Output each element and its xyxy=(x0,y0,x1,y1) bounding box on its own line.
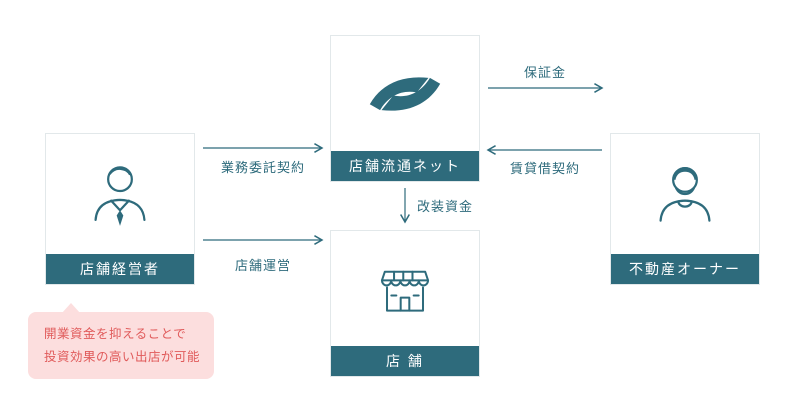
node-network-company: 店舗流通ネット xyxy=(330,35,480,182)
node-label-network-company: 店舗流通ネット xyxy=(331,151,479,181)
node-store-manager: 店舗経営者 xyxy=(45,133,195,285)
lightning-logo-icon xyxy=(331,36,479,151)
owner-person-icon xyxy=(611,134,759,254)
node-label-property-owner: 不動産オーナー xyxy=(611,254,759,284)
edge-label-outsourcing-contract: 業務委託契約 xyxy=(220,160,305,175)
edge-label-renovation-funds: 改装資金 xyxy=(417,199,474,214)
node-property-owner: 不動産オーナー xyxy=(610,133,760,285)
edge-label-store-operation: 店舗運営 xyxy=(234,258,291,273)
callout-bubble: 開業資金を抑えることで 投資効果の高い出店が可能 xyxy=(28,303,214,379)
callout-line1: 開業資金を抑えることで xyxy=(44,327,187,341)
businessman-icon xyxy=(46,134,194,254)
callout-line2: 投資効果の高い出店が可能 xyxy=(44,349,201,364)
callout-pointer xyxy=(62,303,80,313)
storefront-icon xyxy=(331,231,479,346)
node-store: 店 舗 xyxy=(330,230,480,377)
node-label-store-manager: 店舗経営者 xyxy=(46,254,194,284)
edge-label-security-deposit: 保証金 xyxy=(523,65,566,80)
edge-label-lease-contract: 賃貸借契約 xyxy=(509,161,580,176)
node-label-store: 店 舗 xyxy=(331,346,479,376)
